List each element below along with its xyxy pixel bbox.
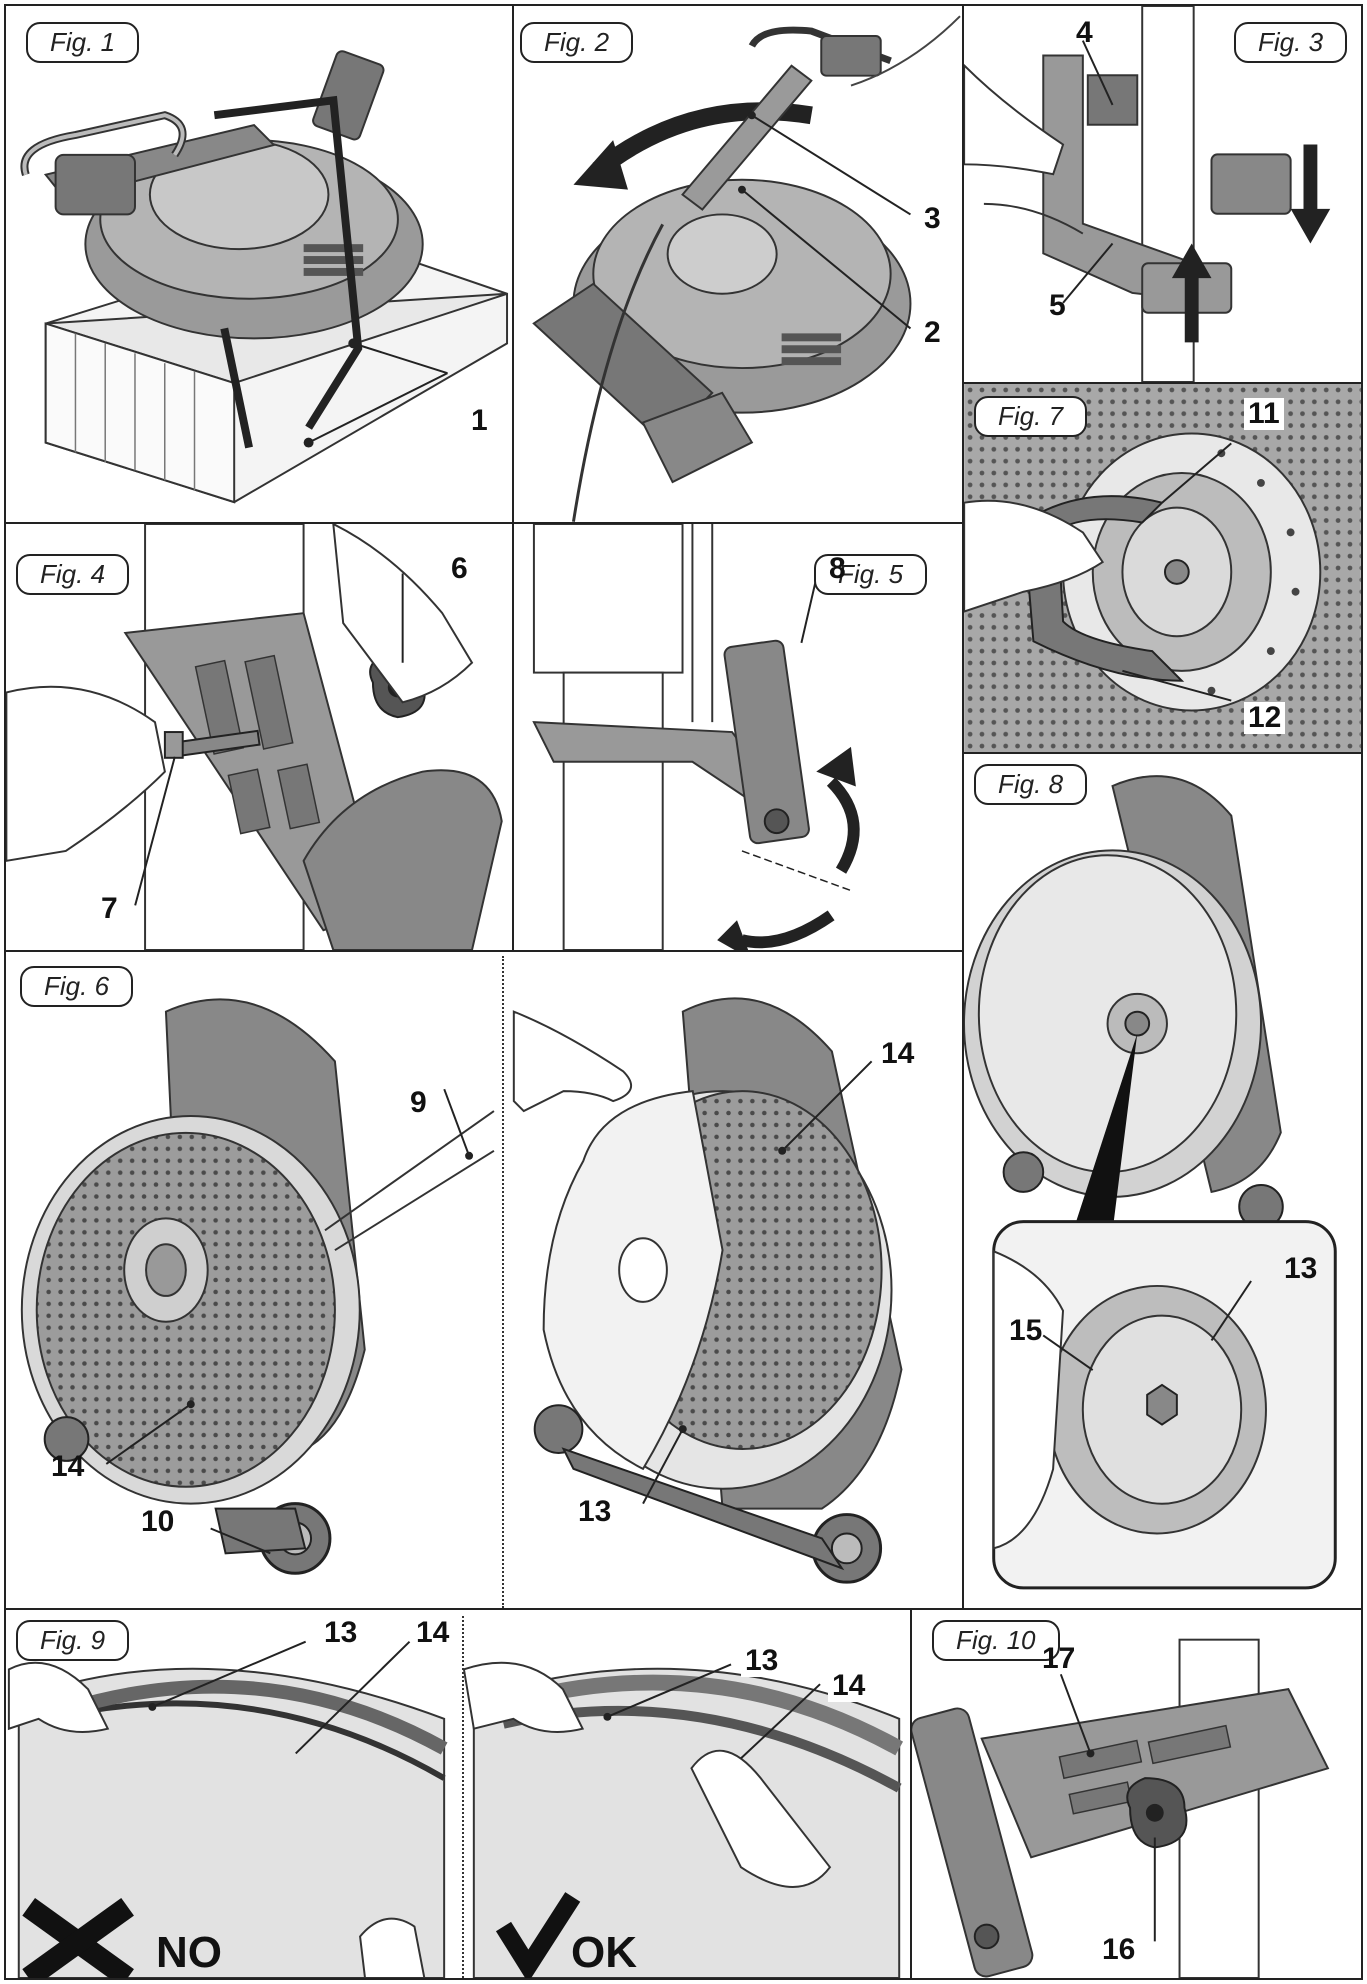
- figure-10-label: Fig. 10: [932, 1620, 1060, 1661]
- callout-10: 10: [141, 1505, 175, 1538]
- figure-4-illustration: [6, 524, 503, 950]
- figure-9-label: Fig. 9: [16, 1620, 130, 1661]
- figure-4-label: Fig. 4: [16, 554, 130, 595]
- callout-13-ok: 13: [741, 1645, 783, 1677]
- callout-8: 8: [829, 552, 846, 585]
- figure-6-label: Fig. 6: [20, 966, 134, 1007]
- callout-14-right: 14: [881, 1037, 915, 1070]
- figure-8-label: Fig. 8: [974, 764, 1088, 805]
- callout-12: 12: [1244, 702, 1286, 734]
- figure-10-illustration: [912, 1638, 1330, 1978]
- callout-15: 15: [1009, 1314, 1043, 1347]
- figure-9-panel: Fig. 9 13 14 13 14 NO OK: [4, 1608, 912, 1980]
- callout-4: 4: [1076, 16, 1093, 49]
- figure-6-panel: Fig. 6 9 14 10 14 13: [4, 950, 964, 1610]
- figure-1-panel: Fig. 1 1: [4, 4, 514, 524]
- figure-6-illustration: [20, 997, 903, 1584]
- verdict-ok: OK: [571, 1928, 637, 1977]
- figure-2-label: Fig. 2: [520, 22, 634, 63]
- callout-17: 17: [1042, 1642, 1076, 1675]
- figure-5-panel: Fig. 5 8: [512, 522, 964, 952]
- figure-10-panel: Fig. 10 17 16: [910, 1608, 1363, 1980]
- figure-8-illustration: [964, 775, 1337, 1590]
- figure-3-panel: Fig. 3 4 5: [962, 4, 1363, 384]
- figure-7-panel: Fig. 7 11 12: [962, 382, 1363, 754]
- figure-5-label: Fig. 5: [814, 554, 928, 595]
- callout-14-no: 14: [416, 1616, 450, 1649]
- figure-7-label: Fig. 7: [974, 396, 1088, 437]
- callout-13-no: 13: [324, 1616, 358, 1649]
- figure-3-label: Fig. 3: [1234, 22, 1348, 63]
- callout-7: 7: [101, 892, 118, 925]
- figure-3-illustration: [964, 6, 1331, 382]
- callout-9: 9: [410, 1086, 427, 1119]
- figure-4-panel: Fig. 4 6 7: [4, 522, 514, 952]
- figure-5-illustration: [532, 524, 860, 950]
- callout-11: 11: [1244, 398, 1284, 430]
- callout-1: 1: [471, 404, 488, 437]
- figure-6-divider: [502, 956, 504, 1608]
- figure-7-illustration: [964, 384, 1361, 752]
- callout-13: 13: [578, 1495, 612, 1528]
- callout-6: 6: [451, 552, 468, 585]
- callout-5: 5: [1049, 289, 1066, 322]
- callout-14-ok: 14: [828, 1670, 870, 1702]
- figure-9-divider: [462, 1616, 464, 1978]
- callout-13-zoom: 13: [1284, 1252, 1318, 1285]
- callout-14-left: 14: [51, 1450, 85, 1483]
- verdict-no: NO: [156, 1928, 222, 1977]
- figure-2-illustration: [532, 15, 961, 522]
- callout-2: 2: [924, 316, 941, 349]
- figure-9-illustration: [7, 1640, 904, 1978]
- figure-2-panel: Fig. 2 3 2: [512, 4, 964, 524]
- figure-8-panel: Fig. 8 13 15: [962, 752, 1363, 1610]
- callout-16: 16: [1102, 1933, 1136, 1966]
- figure-1-label: Fig. 1: [26, 22, 140, 63]
- figure-1-illustration: [20, 50, 509, 504]
- callout-3: 3: [924, 202, 941, 235]
